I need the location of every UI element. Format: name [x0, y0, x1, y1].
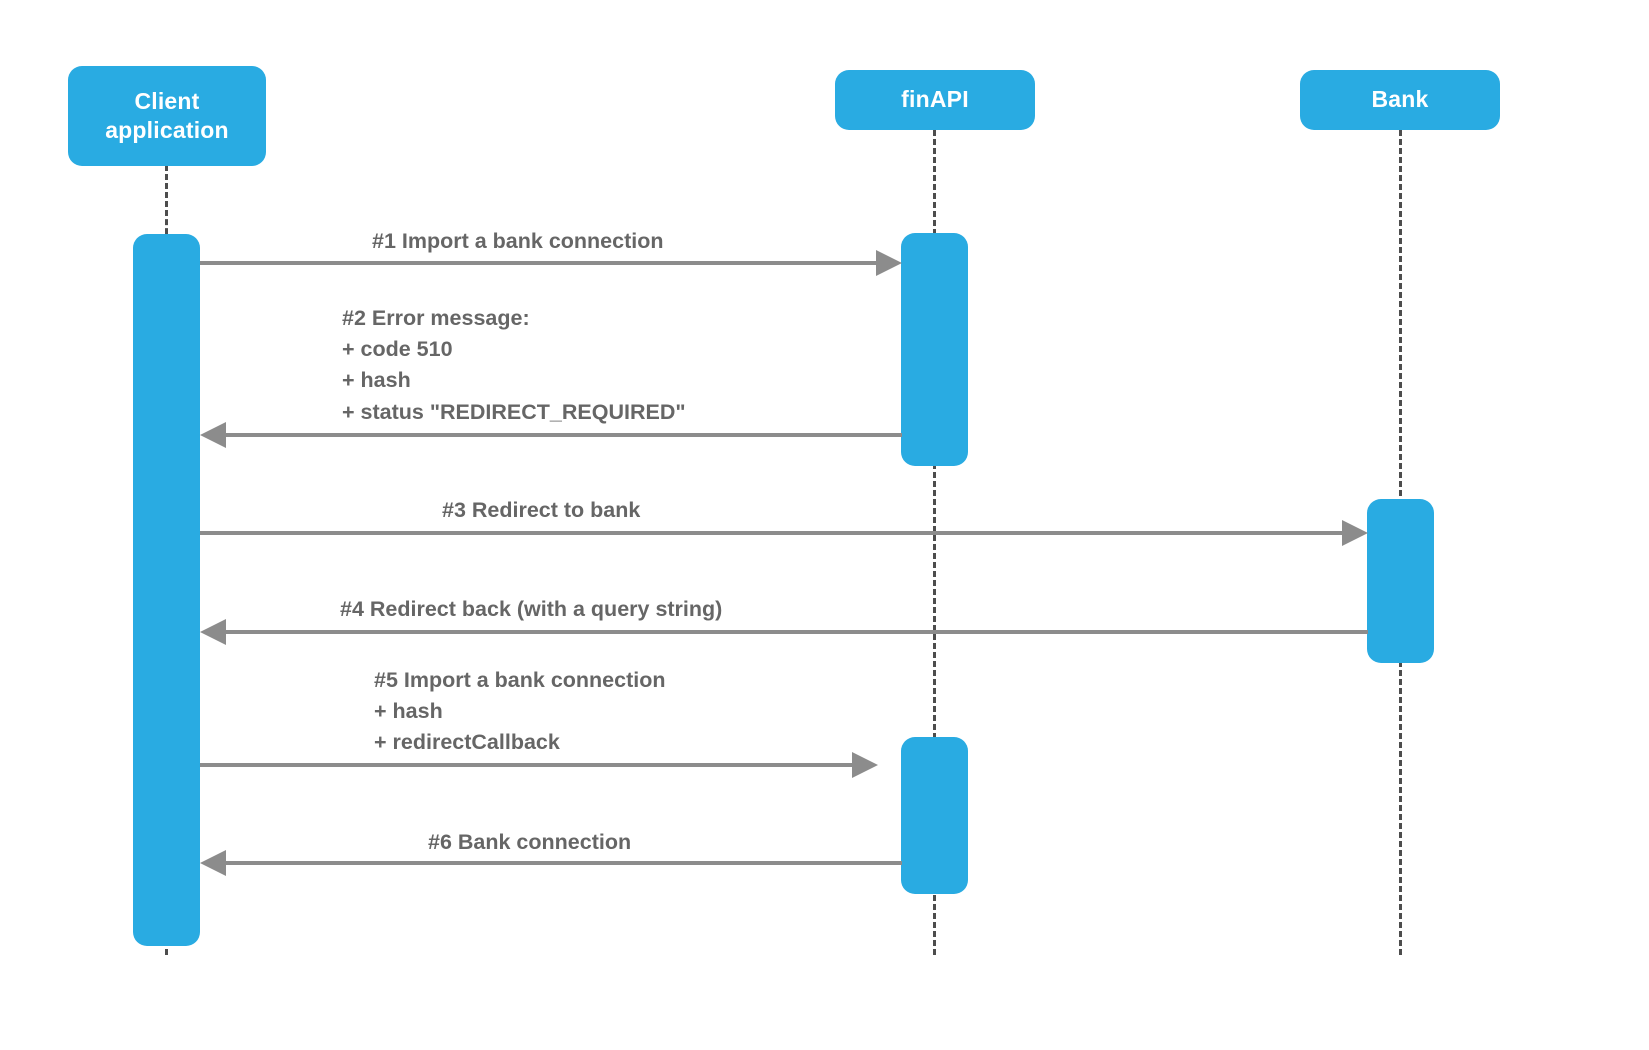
message-arrow-3-line — [200, 531, 1350, 535]
actor-box-client-application[interactable]: Client application — [68, 66, 266, 166]
message-arrow-4-head — [200, 619, 226, 645]
message-arrow-2-line — [226, 433, 902, 437]
message-arrow-3-head — [1342, 520, 1368, 546]
message-arrow-1-line — [200, 261, 884, 265]
message-label-5: #5 Import a bank connection + hash + red… — [374, 668, 666, 755]
activation-bar-finapi-1 — [901, 233, 968, 466]
message-label-3: #3 Redirect to bank — [442, 498, 641, 522]
activation-bar-finapi-2 — [901, 737, 968, 894]
activation-bar-bank — [1367, 499, 1434, 663]
message-label-6: #6 Bank connection — [428, 830, 632, 854]
message-arrow-1-head — [876, 250, 902, 276]
message-arrow-2-head — [200, 422, 226, 448]
message-label-2: #2 Error message: + code 510 + hash + st… — [342, 306, 686, 424]
lifeline-finapi — [933, 130, 936, 955]
message-arrow-5-head — [852, 752, 878, 778]
actor-label-bank: Bank — [1371, 86, 1429, 113]
actor-label-finapi: finAPI — [901, 86, 969, 113]
activation-bar-client — [133, 234, 200, 946]
message-label-1: #1 Import a bank connection — [372, 229, 664, 253]
message-arrow-6-line — [226, 861, 902, 865]
actor-box-finapi[interactable]: finAPI — [835, 70, 1035, 130]
actor-label-client-application: Client application — [105, 87, 229, 143]
message-label-4: #4 Redirect back (with a query string) — [340, 597, 723, 621]
message-arrow-4-line — [226, 630, 1368, 634]
message-arrow-6-head — [200, 850, 226, 876]
actor-box-bank[interactable]: Bank — [1300, 70, 1500, 130]
message-arrow-5-line — [200, 763, 860, 767]
